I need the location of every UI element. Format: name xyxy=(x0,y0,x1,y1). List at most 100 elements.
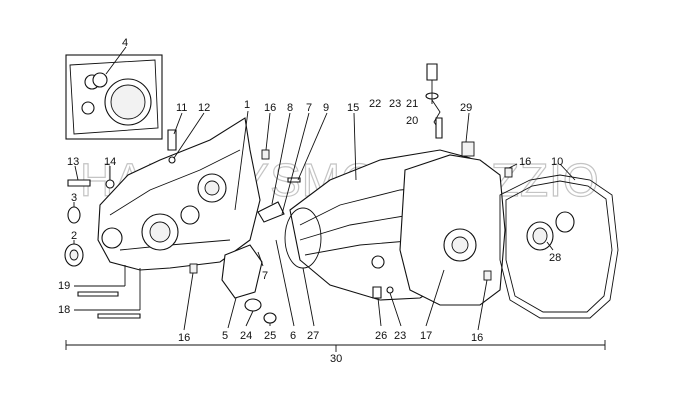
gearbox-housing xyxy=(97,117,261,271)
outer-gasket xyxy=(499,174,619,319)
callout-labels: 4 11 12 1 16 8 7 9 15 22 23 21 20 29 13 … xyxy=(58,37,563,365)
callout-24: 24 xyxy=(240,330,252,342)
callout-6: 6 xyxy=(290,330,296,342)
callout-16-top: 16 xyxy=(264,102,276,114)
leader-16a xyxy=(265,112,271,151)
housing-body xyxy=(97,117,261,271)
callout-5: 5 xyxy=(222,330,228,342)
front-plate xyxy=(399,154,506,306)
callout-26: 26 xyxy=(375,330,387,342)
leader-8 xyxy=(271,112,291,205)
callout-21: 21 xyxy=(406,98,418,110)
bearing-28-inner xyxy=(532,227,548,245)
housing-bearing-seat xyxy=(101,227,123,249)
seal-3 xyxy=(67,206,81,224)
callout-15: 15 xyxy=(347,102,359,114)
plate-8 xyxy=(257,201,285,223)
callout-13: 13 xyxy=(67,156,79,168)
dowel-16-b xyxy=(189,263,198,274)
callout-14: 14 xyxy=(104,156,116,168)
leader-4 xyxy=(105,46,127,75)
callout-16-bottom-left: 16 xyxy=(178,332,190,344)
plunger-20 xyxy=(435,117,443,139)
gasket-5 xyxy=(221,244,263,299)
callout-9: 9 xyxy=(323,102,329,114)
cover-dowel xyxy=(461,141,475,157)
washer-23-bottom xyxy=(386,286,394,294)
leader-7a xyxy=(281,112,310,215)
bolt-18 xyxy=(97,313,141,319)
inset-case-edge xyxy=(69,59,159,135)
callout-8: 8 xyxy=(287,102,293,114)
sender-22 xyxy=(426,63,438,81)
callout-23-top: 23 xyxy=(389,98,401,110)
leader-5 xyxy=(227,297,237,329)
leader-15 xyxy=(353,112,357,181)
callout-10: 10 xyxy=(551,156,563,168)
callout-17: 17 xyxy=(420,330,432,342)
callout-4: 4 xyxy=(122,37,128,49)
washer-12 xyxy=(168,156,176,164)
callout-1: 1 xyxy=(244,99,250,111)
leader-6 xyxy=(275,239,295,327)
callout-28: 28 xyxy=(549,252,561,264)
plug-13 xyxy=(67,179,91,187)
callout-16-right: 16 xyxy=(519,156,531,168)
callout-22: 22 xyxy=(369,98,381,110)
leader-lines xyxy=(73,46,576,331)
cover-boss xyxy=(371,255,385,269)
leader-17 xyxy=(425,269,445,327)
bracket-30 xyxy=(65,340,606,352)
bolt-19 xyxy=(77,291,119,297)
leader-28 xyxy=(546,241,554,251)
bearing-28 xyxy=(526,211,575,251)
housing-bore-3 xyxy=(180,205,200,225)
callout-12: 12 xyxy=(198,102,210,114)
leader-1 xyxy=(234,110,249,211)
leader-7b xyxy=(257,251,264,267)
callout-19: 19 xyxy=(58,280,70,292)
bearing-2-inner xyxy=(69,249,79,261)
callout-3: 3 xyxy=(71,192,77,204)
leader-16b xyxy=(183,272,194,331)
seal-28 xyxy=(555,211,575,233)
dowel-16-d xyxy=(483,270,492,281)
leader-12 xyxy=(173,112,205,159)
callout-16-bottom-right: 16 xyxy=(471,332,483,344)
detail-inset xyxy=(65,54,163,140)
leader-16c xyxy=(477,279,488,331)
leader-16d xyxy=(508,163,518,169)
leader-26 xyxy=(377,297,382,327)
leader-24 xyxy=(245,310,254,327)
callout-23-bottom: 23 xyxy=(394,330,406,342)
callout-7-bottom: 7 xyxy=(262,270,268,282)
leader-9 xyxy=(297,112,328,181)
plate-bore-inner xyxy=(451,236,469,254)
leader-10 xyxy=(559,163,576,181)
callout-7-top: 7 xyxy=(306,102,312,114)
callout-29: 29 xyxy=(460,102,472,114)
callout-25: 25 xyxy=(264,330,276,342)
dowel-16-c xyxy=(504,167,513,178)
housing-rib-1 xyxy=(109,149,241,216)
dowel-16-a xyxy=(261,149,270,160)
leader-27 xyxy=(302,267,315,327)
seal-25 xyxy=(263,312,277,324)
leader-29 xyxy=(465,112,470,143)
housing-bore-1-inner xyxy=(149,221,171,243)
callout-18: 18 xyxy=(58,304,70,316)
leader-13 xyxy=(74,165,79,181)
plate-body xyxy=(399,154,506,306)
breather-11 xyxy=(167,129,177,151)
housing-bore-2-inner xyxy=(204,180,220,196)
plug-26 xyxy=(372,286,382,299)
inset-hole-2 xyxy=(81,101,95,115)
cover-rib-2 xyxy=(299,214,411,241)
washer-14 xyxy=(105,179,115,189)
leader-11 xyxy=(173,112,183,135)
inset-seal-inner xyxy=(110,84,146,120)
callout-20: 20 xyxy=(406,115,418,127)
callout-30: 30 xyxy=(330,353,342,365)
bush-24 xyxy=(244,298,262,312)
